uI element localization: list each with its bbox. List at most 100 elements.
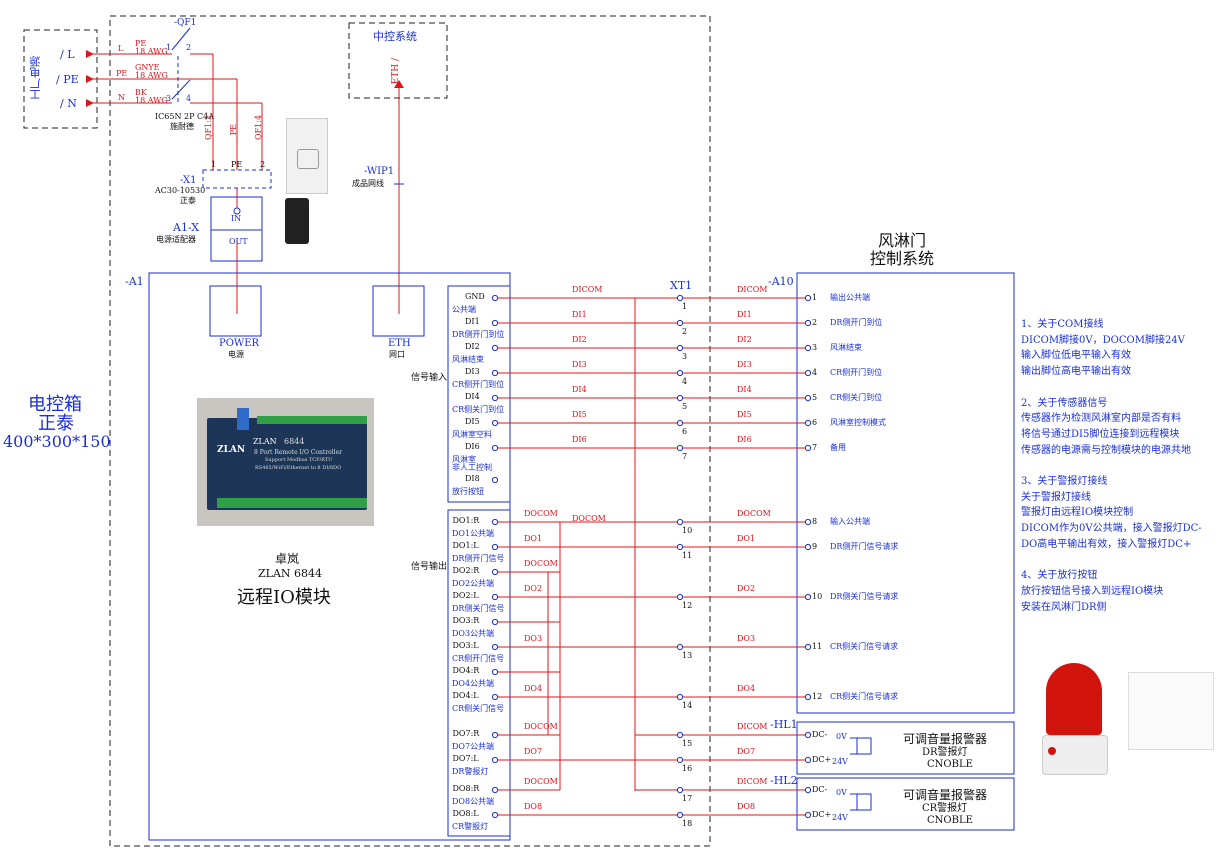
output-desc: DO4公共端 — [452, 679, 495, 688]
a1-output-terminal — [491, 618, 499, 626]
out-wire-label-right: DO2 — [737, 584, 756, 593]
a10-terminal — [804, 811, 812, 819]
a10-box — [796, 272, 1015, 714]
hl2-brand: CNOBLE — [927, 815, 973, 826]
output-pin: DO3:L — [452, 641, 479, 650]
output-desc: DO7公共端 — [452, 742, 495, 751]
xt1-number: 11 — [682, 551, 693, 560]
photo-line3: RS485/WiFi/Ethernet to 8 DI/8DO — [255, 465, 342, 471]
a10-pin: 7 — [812, 443, 818, 452]
a1-output-terminal — [491, 786, 499, 794]
input-desc: CR侧关门到位 — [452, 405, 505, 414]
a1-output-terminal — [491, 593, 499, 601]
input-pin: DI3 — [465, 367, 480, 376]
xt1-terminal — [676, 444, 684, 452]
input-desc: 风淋结束 — [452, 355, 484, 364]
note-line: 关于警报灯接线 — [1021, 491, 1091, 503]
xt1-terminal — [676, 518, 684, 526]
note-line: 放行按钮信号接入到远程IO模块 — [1021, 585, 1164, 597]
out-wire-label-right: DO4 — [737, 684, 756, 693]
a10-label: -A10 — [768, 275, 794, 288]
input-pin: DI6 — [465, 442, 480, 451]
a10-desc: 输出公共端 — [830, 293, 870, 302]
a10-terminal — [804, 643, 812, 651]
wip1-sub: 成品网线 — [352, 179, 384, 188]
a10-pin: DC+ — [812, 810, 832, 819]
photo-brand: ZLAN — [217, 445, 246, 455]
output-desc: DO1公共端 — [452, 529, 495, 538]
input-wire-label-right: DI3 — [737, 360, 752, 369]
input-desc: DR侧开门到位 — [452, 330, 505, 339]
cabinet-title: 电控箱 — [28, 394, 82, 415]
output-wire-label: DOCOM — [524, 559, 558, 568]
xt1-number: 12 — [682, 601, 693, 610]
xt1-terminal — [676, 811, 684, 819]
input-wire-label: DI4 — [572, 385, 587, 394]
note-line: 将信号通过DI5脚位连接到远程模块 — [1021, 428, 1180, 440]
qf1-out-2: PE — [229, 124, 238, 136]
a1-output-terminal — [491, 811, 499, 819]
output-wire-label: DOCOM — [524, 722, 558, 731]
output-pin: DO1:L — [452, 541, 479, 550]
note-line: 3、关于警报灯接线 — [1021, 476, 1108, 487]
power-label: POWER — [219, 338, 260, 349]
xt1-number: 3 — [682, 352, 688, 361]
a1-output-terminal — [491, 518, 499, 526]
xt1-terminal — [676, 543, 684, 551]
xt1-number: 6 — [682, 427, 688, 436]
input-wire-label-right: DI1 — [737, 310, 752, 319]
a1-input-terminal — [491, 294, 499, 302]
input-desc: 风淋室非人工控制 — [452, 455, 492, 472]
note-line: DICOM脚接0V，DOCOM脚接24V — [1021, 334, 1185, 346]
a10-terminal — [804, 419, 812, 427]
input-wire-label: DI2 — [572, 335, 587, 344]
qf1-t4: 4 — [186, 94, 192, 103]
note-line: 传感器的电源需与控制模块的电源共地 — [1021, 444, 1191, 456]
input-pin: DI5 — [465, 417, 480, 426]
line-n: / N — [60, 97, 77, 110]
xt1-number: 7 — [682, 452, 688, 461]
output-desc: DR侧关门信号 — [452, 604, 505, 613]
a1-output-terminal — [491, 693, 499, 701]
a10-terminal — [804, 593, 812, 601]
hl1-0v: 0V — [836, 732, 847, 741]
output-pin: DO8:L — [452, 809, 479, 818]
a10-desc: 风淋结束 — [830, 343, 862, 352]
a10-terminal — [804, 394, 812, 402]
qf1-brand: 施耐德 — [170, 122, 194, 131]
a1-input-terminal — [491, 369, 499, 377]
mark-l: L — [118, 44, 124, 53]
qf1-t2: 2 — [186, 43, 192, 52]
input-wire-label-right: DICOM — [737, 285, 768, 294]
xt1-label: XT1 — [670, 279, 693, 292]
hl2-box — [796, 777, 1015, 831]
xt1-number: 10 — [682, 526, 693, 535]
input-pin: DI1 — [465, 317, 480, 326]
output-desc: DO3公共端 — [452, 629, 495, 638]
input-wire-label: DICOM — [572, 285, 603, 294]
input-group-box — [447, 285, 511, 503]
photo-brand-2: ZLAN — [253, 437, 277, 446]
group-in: 信号输入 — [411, 373, 448, 383]
xt1-terminal — [676, 394, 684, 402]
line-l: / L — [60, 48, 75, 61]
a10-terminal — [804, 369, 812, 377]
a10-terminal — [804, 786, 812, 794]
a10-title1: 风淋门 — [878, 231, 927, 250]
xt1-terminal — [676, 786, 684, 794]
adapter-label: A1-X — [173, 221, 200, 234]
a10-desc: 输入公共端 — [830, 517, 870, 526]
output-desc: DR警报灯 — [452, 767, 489, 776]
xt1-number: 15 — [682, 739, 693, 748]
out-wire-label-right: DOCOM — [737, 509, 771, 518]
output-pin: DO2:R — [452, 566, 480, 575]
input-wire-label: DI5 — [572, 410, 587, 419]
a1-output-terminal — [491, 731, 499, 739]
line-pe: / PE — [56, 73, 79, 86]
socket-photo — [286, 118, 328, 194]
output-pin: DO8:R — [452, 784, 480, 793]
out-wire-label-right: DO1 — [737, 534, 756, 543]
